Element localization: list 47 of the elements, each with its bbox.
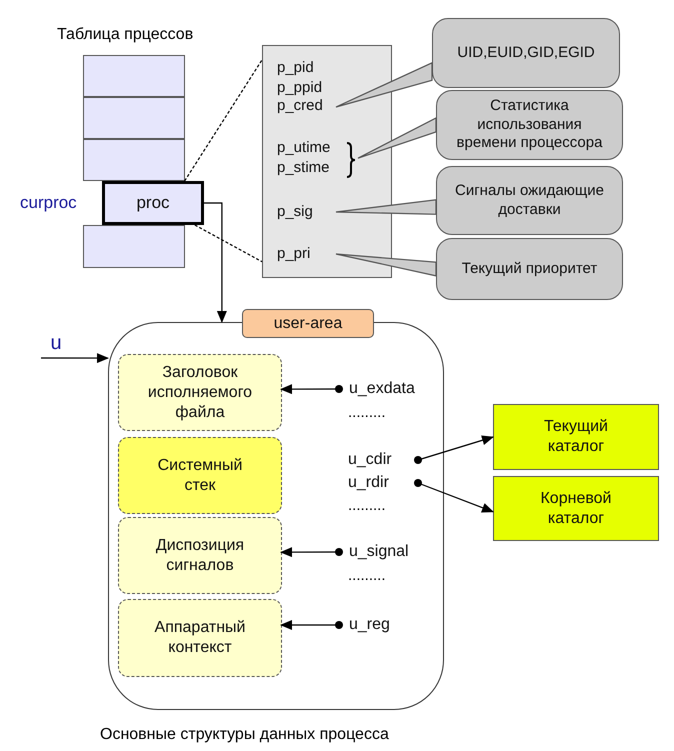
pointer-arrow (280, 620, 343, 630)
field-name: u_exdata (340, 379, 438, 401)
pointer-arrow (414, 435, 494, 464)
field-name: p_utime (277, 139, 330, 156)
callout-tail (335, 253, 437, 277)
zoom-line (194, 224, 262, 262)
pointer-label: u (41, 328, 71, 358)
field-name: u_signal (340, 542, 430, 564)
title-tab: user-area (242, 309, 374, 338)
table-entry-box (83, 225, 185, 268)
pointer-label: curproc (20, 193, 77, 213)
callout-tail (357, 117, 437, 159)
ellipsis-dots: ......... (348, 404, 386, 421)
table-entry-box (83, 97, 185, 139)
field-name: p_pid (277, 59, 337, 79)
pointer-arrow (414, 479, 494, 512)
field-name: u_rdir (348, 473, 419, 495)
arrow (41, 353, 109, 364)
field-name: u_reg (340, 615, 408, 637)
process-entry-box: proc (102, 181, 204, 225)
proc-structure-panel (262, 45, 392, 278)
table-heading: Таблица прцессов (57, 26, 194, 44)
callout-bubble: Текущий приоритет (436, 238, 623, 300)
callout-bubble: UID,EUID,GID,EGID (432, 18, 620, 88)
ellipsis-dots: ......... (348, 497, 386, 514)
field-name: p_stime (277, 159, 330, 176)
pointer-arrow (280, 547, 343, 558)
field-name: p_sig (277, 203, 337, 223)
field-name: p_pri (277, 245, 337, 265)
field-name: u_cdir (348, 450, 419, 472)
callout-tail (335, 62, 433, 108)
callout-bubble: Сигналы ожидающие доставки (436, 166, 623, 235)
directory-box: Текущий каталог (493, 404, 659, 470)
table-entry-box (83, 139, 185, 181)
field-name: p_cred (277, 97, 337, 117)
field-name: p_ppid (277, 79, 337, 99)
callout-tail (335, 199, 437, 215)
memory-region-box: Диспозиция сигналов (118, 517, 282, 594)
memory-region-box: Аппаратный контекст (118, 599, 282, 677)
arrow (204, 202, 227, 323)
caption: Основные структуры данных процесса (100, 726, 389, 744)
pointer-arrow (280, 384, 343, 394)
directory-box: Корневой каталог (493, 476, 659, 541)
table-entry-box (83, 55, 185, 97)
memory-region-box: Заголовок исполняемого файла (118, 354, 282, 431)
ellipsis-dots: ......... (348, 567, 386, 584)
memory-region-box: Системный стек (118, 437, 282, 514)
